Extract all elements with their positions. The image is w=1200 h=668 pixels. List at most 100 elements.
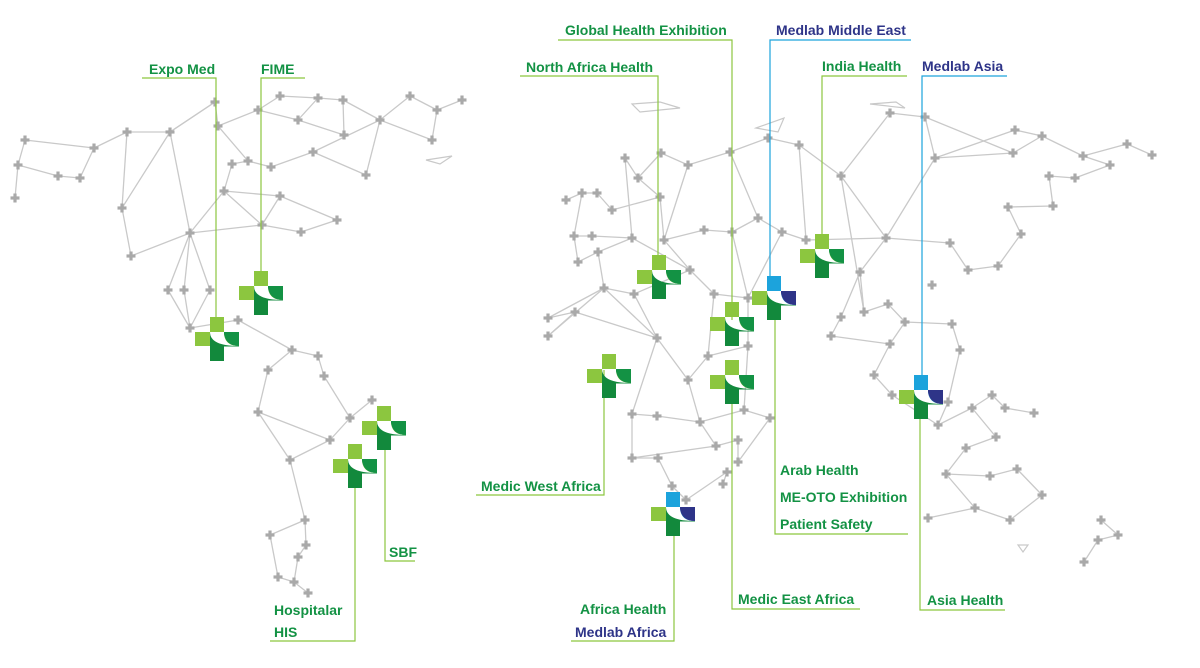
label-medlab-middle-east: Medlab Middle East <box>776 22 906 38</box>
label-arab-health: Arab Health <box>780 462 859 478</box>
network-node <box>703 351 713 361</box>
network-line <box>349 399 373 419</box>
label-india-health: India Health <box>822 58 901 74</box>
network-node <box>695 417 705 427</box>
network-node <box>185 228 195 238</box>
network-node <box>699 225 709 235</box>
network-line <box>1012 135 1043 154</box>
network-node <box>836 171 846 181</box>
network-node <box>1003 202 1013 212</box>
network-node <box>900 317 910 327</box>
network-line <box>1041 135 1084 157</box>
network-node <box>303 588 313 598</box>
network-line <box>798 144 842 177</box>
network-node <box>1037 131 1047 141</box>
network-node <box>289 577 299 587</box>
network-node <box>117 203 127 213</box>
network-line <box>685 471 728 501</box>
network-node <box>652 411 662 421</box>
network-line <box>223 190 281 197</box>
network-line <box>269 534 279 578</box>
network-line <box>1074 164 1111 179</box>
leader-line <box>919 418 1005 611</box>
network-node <box>599 283 609 293</box>
network-node <box>763 133 773 143</box>
network-node <box>855 267 865 277</box>
network-node <box>923 513 933 523</box>
network-node <box>987 390 997 400</box>
network-line <box>689 269 715 295</box>
network-node <box>685 265 695 275</box>
network-node <box>285 455 295 465</box>
network-line <box>937 401 949 426</box>
marker-brazil-north-cross-icon <box>362 406 406 450</box>
network-line <box>79 147 95 179</box>
network-node <box>593 247 603 257</box>
network-line <box>121 131 171 209</box>
label-patient-safety: Patient Safety <box>780 516 873 532</box>
network-node <box>457 95 467 105</box>
network-node <box>427 135 437 145</box>
network-line <box>17 164 59 177</box>
network-line <box>934 152 1014 159</box>
network-node <box>1147 150 1157 160</box>
network-line <box>997 233 1022 267</box>
network-line <box>217 109 259 127</box>
network-line <box>279 95 319 99</box>
event-markers <box>195 234 943 536</box>
label-me-oto-exhibition: ME-OTO Exhibition <box>780 489 907 505</box>
network-line <box>591 235 633 239</box>
network-node <box>308 147 318 157</box>
network-line <box>747 231 783 299</box>
network-line <box>971 394 993 409</box>
network-node <box>253 407 263 417</box>
network-node <box>1010 125 1020 135</box>
network-node <box>733 457 743 467</box>
network-line <box>947 349 961 403</box>
network-node <box>265 530 275 540</box>
network-node <box>122 127 132 137</box>
network-line <box>798 144 807 241</box>
network-node <box>126 251 136 261</box>
network-node <box>13 160 23 170</box>
network-node <box>313 351 323 361</box>
network-line <box>14 164 19 199</box>
network-node <box>325 435 335 445</box>
network-node <box>577 188 587 198</box>
network-line <box>663 239 691 271</box>
network-line <box>687 379 701 423</box>
network-line <box>365 119 381 176</box>
network-node <box>75 173 85 183</box>
network-line <box>24 139 95 149</box>
network-line <box>991 394 1006 409</box>
network-line <box>924 116 1014 154</box>
network-node <box>1079 557 1089 567</box>
network-line <box>167 289 191 329</box>
network-node <box>967 403 977 413</box>
leader-line <box>731 398 860 610</box>
network-node <box>165 127 175 137</box>
network-line <box>967 265 999 271</box>
network-node <box>1096 515 1106 525</box>
network-line <box>887 303 906 323</box>
network-line <box>656 415 701 423</box>
network-node <box>753 213 763 223</box>
network-line <box>1126 143 1153 156</box>
network-node <box>943 397 953 407</box>
network-node <box>405 91 415 101</box>
network-line <box>633 293 658 339</box>
network-line <box>830 335 891 345</box>
label-medic-west-africa: Medic West Africa <box>481 478 601 494</box>
network-line <box>830 316 842 337</box>
leader-line <box>384 432 415 562</box>
network-node <box>859 307 869 317</box>
network-node <box>627 233 637 243</box>
network-node <box>293 552 303 562</box>
network-line <box>663 164 689 241</box>
network-node <box>301 540 311 550</box>
network-line <box>379 95 411 121</box>
network-node <box>739 405 749 415</box>
network-line <box>974 507 1011 521</box>
network-line <box>657 457 673 487</box>
network-node <box>1048 201 1058 211</box>
